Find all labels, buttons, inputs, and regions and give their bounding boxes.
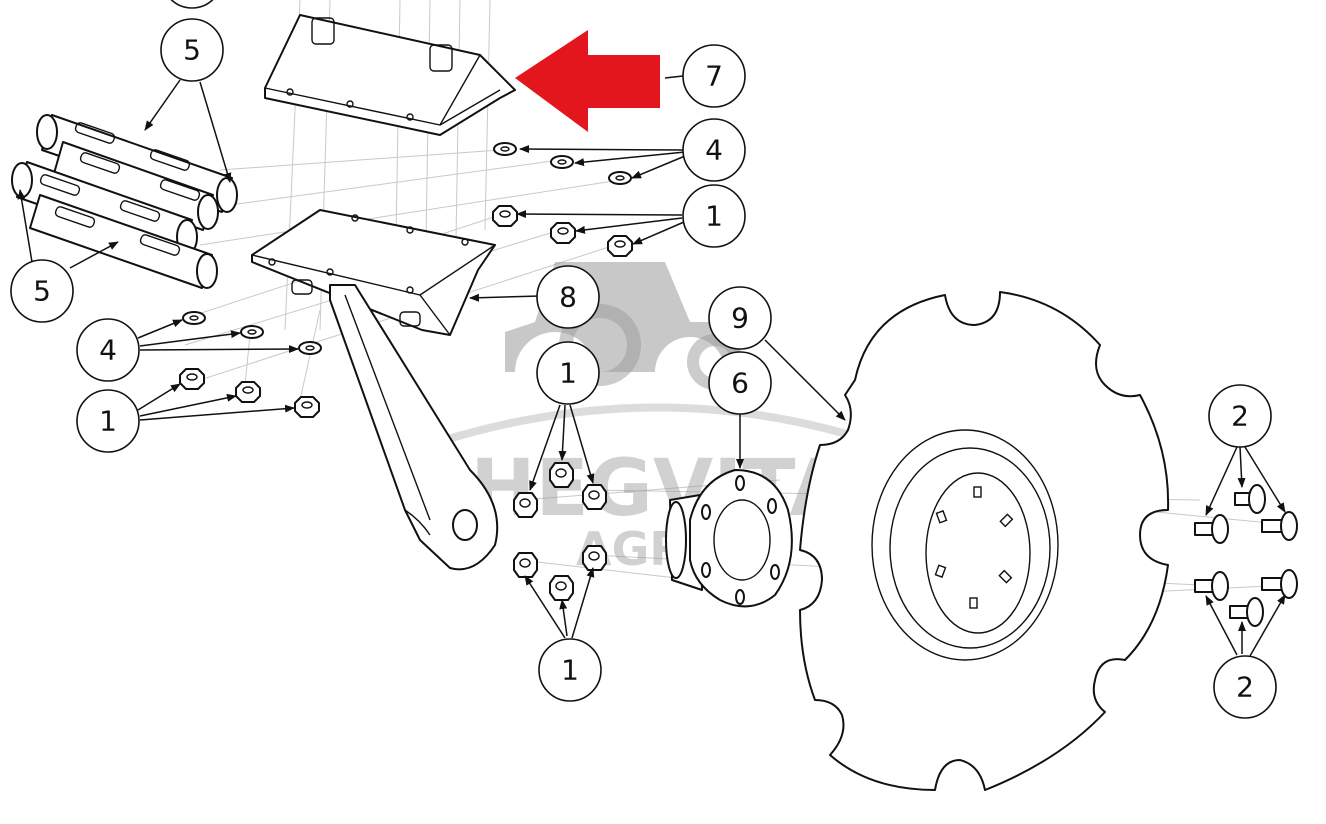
callout-cut-off: [170, 0, 214, 9]
callout-1-hub-top-label: 1: [559, 357, 577, 390]
callout-4-right-label: 4: [705, 134, 723, 167]
callout-5-top-label: 5: [183, 34, 201, 67]
callout-4-right: 4: [682, 118, 746, 182]
tubes-part-5: [11, 114, 238, 289]
leader-lines: [17, 75, 1286, 657]
callout-4-left: 4: [76, 318, 140, 382]
callout-1-hub-bottom-label: 1: [561, 654, 579, 687]
hub-part-6: [665, 469, 793, 608]
callout-7-label: 7: [705, 60, 723, 93]
callout-6-label: 6: [731, 367, 749, 400]
highlight-arrow: [515, 30, 660, 132]
nuts-part-1: [179, 205, 633, 601]
callout-6: 6: [708, 351, 772, 415]
callout-1-right: 1: [682, 184, 746, 248]
callout-1-left: 1: [76, 389, 140, 453]
bracket-part-8: [251, 209, 496, 336]
callout-5-bottom-label: 5: [33, 275, 51, 308]
callout-2-top-label: 2: [1231, 400, 1249, 433]
callout-2-top: 2: [1208, 384, 1272, 448]
callout-1-right-label: 1: [705, 200, 723, 233]
callout-8-label: 8: [559, 281, 577, 314]
callout-1-left-label: 1: [99, 405, 117, 438]
watermark-brand: HEGVITA: [470, 444, 850, 534]
bracket-part-7: [264, 14, 516, 136]
callout-9-label: 9: [731, 302, 749, 335]
callout-2-bottom-label: 2: [1236, 671, 1254, 704]
callout-7: 7: [682, 44, 746, 108]
callout-5-bottom: 5: [10, 259, 74, 323]
callout-1-hub-top: 1: [536, 341, 600, 405]
shank-arm: [329, 284, 499, 571]
callout-8: 8: [536, 265, 600, 329]
callout-balloons: 5 5 7 4 1 8 4 1: [10, 18, 1277, 719]
washers-part-4: [182, 142, 632, 355]
callout-1-hub-bottom: 1: [538, 638, 602, 702]
callout-2-bottom: 2: [1213, 655, 1277, 719]
callout-9: 9: [708, 286, 772, 350]
callout-5-top: 5: [160, 18, 224, 82]
bolts-part-2: [1194, 484, 1298, 627]
disc-part-9: [799, 291, 1170, 791]
callout-4-left-label: 4: [99, 334, 117, 367]
